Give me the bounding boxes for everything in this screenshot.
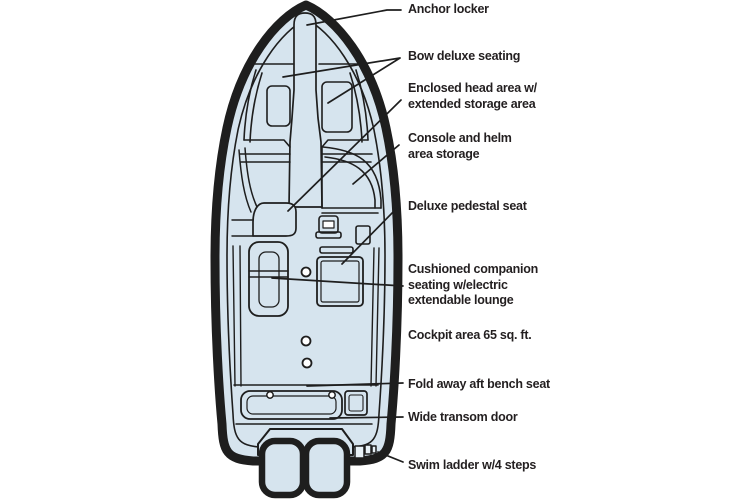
callout-bow-deluxe-seating: Bow deluxe seating bbox=[408, 49, 520, 65]
callout-text: extended storage area bbox=[408, 96, 536, 111]
outboard-motor-right bbox=[302, 437, 351, 499]
callout-text: seating w/electric bbox=[408, 277, 508, 292]
callout-aft-bench-seat: Fold away aft bench seat bbox=[408, 377, 550, 393]
leader-pedestal-seat bbox=[341, 205, 400, 265]
leader-anchor-locker bbox=[306, 9, 402, 26]
callout-text: Deluxe pedestal seat bbox=[408, 199, 527, 213]
leader-bow-seating bbox=[282, 57, 401, 104]
leader-aft-bench bbox=[306, 382, 404, 387]
cockpit-gunwale-lines bbox=[232, 245, 380, 387]
helm-seat bbox=[318, 215, 339, 234]
swim-ladder-shape bbox=[354, 444, 377, 459]
outboard-motor-left bbox=[258, 437, 307, 499]
deck-drains bbox=[300, 266, 313, 369]
deck-drain bbox=[301, 357, 313, 369]
deck-drain bbox=[300, 266, 312, 278]
callout-text: Wide transom door bbox=[408, 410, 518, 424]
callout-anchor-locker: Anchor locker bbox=[408, 2, 489, 18]
callout-cockpit-area: Cockpit area 65 sq. ft. bbox=[408, 328, 532, 344]
transom-door-shape bbox=[344, 390, 368, 416]
callout-text: Fold away aft bench seat bbox=[408, 377, 550, 391]
anchor-locker-shape bbox=[288, 12, 323, 208]
helm-footrest bbox=[319, 246, 354, 254]
head-pod bbox=[231, 147, 297, 237]
callout-enclosed-head-area: Enclosed head area w/ extended storage a… bbox=[408, 81, 537, 112]
callout-text: Anchor locker bbox=[408, 2, 489, 16]
callout-text: Enclosed head area w/ bbox=[408, 81, 537, 95]
callout-swim-ladder: Swim ladder w/4 steps bbox=[408, 458, 536, 474]
callout-console-helm-storage: Console and helm area storage bbox=[408, 131, 512, 162]
callout-text: Console and helm bbox=[408, 131, 512, 145]
callout-text: Cushioned companion bbox=[408, 262, 538, 276]
helm-pedestal-base bbox=[315, 231, 342, 239]
callout-text: Swim ladder w/4 steps bbox=[408, 458, 537, 472]
leader-swim-ladder bbox=[377, 451, 404, 463]
deck-drain bbox=[300, 335, 312, 347]
leader-enclosed-head bbox=[287, 99, 402, 212]
leader-console-storage bbox=[352, 144, 400, 185]
helm-console bbox=[315, 146, 382, 254]
callout-deluxe-pedestal-seat: Deluxe pedestal seat bbox=[408, 199, 527, 215]
callout-text: area storage bbox=[408, 146, 480, 161]
leader-companion-seating bbox=[271, 277, 404, 287]
callout-wide-transom-door: Wide transom door bbox=[408, 410, 518, 426]
callout-companion-seating: Cushioned companion seating w/electric e… bbox=[408, 262, 538, 309]
companion-lounge bbox=[248, 241, 289, 317]
outboard-motors bbox=[258, 437, 351, 499]
leader-lines bbox=[271, 9, 404, 463]
callout-text: extendable lounge bbox=[408, 293, 514, 307]
helm-instrument bbox=[322, 220, 335, 229]
bow-seating-left bbox=[239, 63, 294, 163]
leader-transom-door bbox=[329, 416, 404, 419]
callout-text: Cockpit area 65 sq. ft. bbox=[408, 328, 532, 342]
callout-text: Bow deluxe seating bbox=[408, 49, 521, 63]
